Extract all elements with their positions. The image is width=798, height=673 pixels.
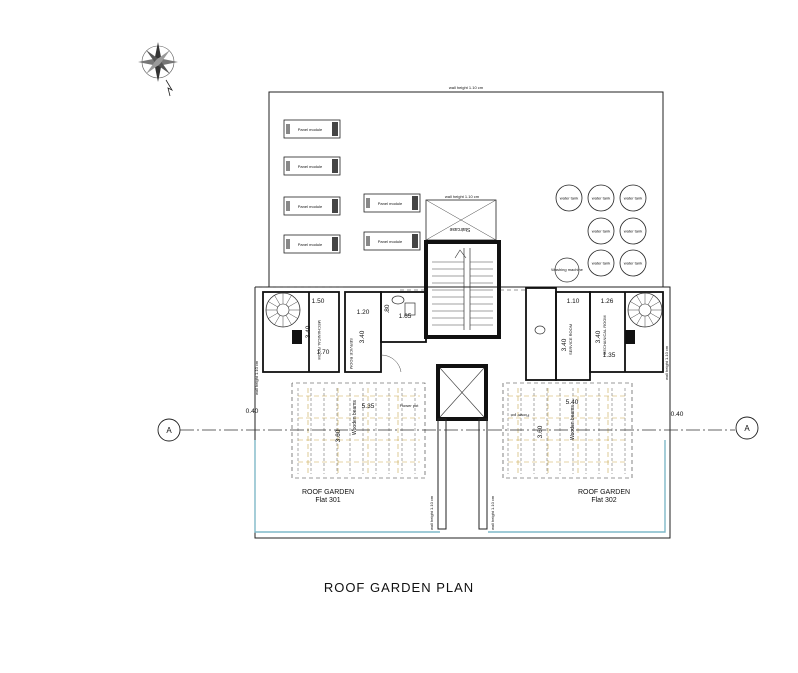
staircase-label: Staircase bbox=[449, 226, 470, 232]
svg-text:water tank: water tank bbox=[624, 261, 642, 266]
wall-height-mid-left-label: wall height 1.10 cm bbox=[429, 495, 434, 530]
wooden-beams-left-label: Wooden beams bbox=[352, 400, 358, 435]
solar-panel: Panel module bbox=[283, 156, 341, 176]
dim-135: 1.35 bbox=[603, 352, 616, 359]
dim-340-right2: 3.40 bbox=[561, 338, 568, 351]
stairwell bbox=[424, 240, 501, 339]
dim-150: 1.50 bbox=[312, 298, 325, 305]
svg-text:Panel module: Panel module bbox=[298, 204, 323, 209]
water-tank: water tank bbox=[619, 217, 647, 245]
solar-panel: Panel module bbox=[283, 234, 341, 254]
solar-panel: Panel module bbox=[283, 119, 341, 139]
water-tank: water tank bbox=[555, 184, 583, 212]
section-marker-left: A bbox=[166, 426, 172, 435]
mechanical-room-right-label: MECHANICAL ROOM bbox=[602, 315, 607, 355]
section-line-a bbox=[157, 416, 759, 442]
lift-shaft bbox=[436, 364, 488, 530]
svg-text:Panel module: Panel module bbox=[298, 127, 323, 132]
roof-garden-left-label: ROOF GARDEN bbox=[302, 489, 354, 496]
solar-panel: Panel module bbox=[283, 196, 341, 216]
pergola-left bbox=[297, 388, 420, 474]
north-arrow-icon bbox=[138, 42, 178, 97]
service-room-left-label: SERVICE ROOM bbox=[349, 338, 354, 369]
pergola-right bbox=[507, 388, 628, 474]
svg-text:water tank: water tank bbox=[592, 196, 610, 201]
wall-height-stair-label: wall height 1.10 cm bbox=[445, 194, 480, 199]
section-marker-right: A bbox=[744, 424, 750, 433]
solar-panel: Panel module bbox=[363, 231, 421, 251]
roof-garden-right-label: ROOF GARDEN bbox=[578, 489, 630, 496]
svg-text:water tank: water tank bbox=[624, 196, 642, 201]
dashed-outlines bbox=[255, 286, 633, 479]
water-tank: water tank bbox=[619, 184, 647, 212]
left-rooms bbox=[262, 291, 427, 373]
flat-302-label: Flat 302 bbox=[591, 497, 616, 504]
solar-panel: Panel module bbox=[363, 193, 421, 213]
wall-height-right-label: wall height 1.10 cm bbox=[664, 345, 669, 380]
svg-text:Panel module: Panel module bbox=[298, 164, 323, 169]
dim-340-left2: 3.40 bbox=[359, 330, 366, 343]
svg-text:water tank: water tank bbox=[592, 229, 610, 234]
terrace-parapets bbox=[254, 440, 666, 533]
svg-text:Panel module: Panel module bbox=[378, 201, 403, 206]
dim-126: 1.26 bbox=[601, 298, 614, 305]
dim-540: 5.40 bbox=[566, 399, 579, 406]
plan-title: ROOF GARDEN PLAN bbox=[323, 580, 475, 595]
dim-040-left: 0.40 bbox=[246, 408, 259, 415]
flat-301-label: Flat 301 bbox=[315, 497, 340, 504]
water-tank: water tank bbox=[619, 249, 647, 277]
dim-340-left: 3.40 bbox=[305, 325, 312, 338]
dim-040-right: 0.40 bbox=[671, 411, 684, 418]
dim-535: 5.35 bbox=[362, 403, 375, 410]
svg-text:water tank: water tank bbox=[624, 229, 642, 234]
flower-pot-right-label: Flower pot bbox=[510, 413, 530, 418]
water-tank: water tank bbox=[587, 217, 615, 245]
svg-text:water tank: water tank bbox=[560, 196, 578, 201]
svg-text:Panel module: Panel module bbox=[378, 239, 403, 244]
dim-170: 1.70 bbox=[317, 349, 330, 356]
dim-110: 1.10 bbox=[567, 298, 580, 305]
wooden-beams-right-label: Wooden beams bbox=[570, 405, 576, 440]
flower-pot-left-label: Flower pot bbox=[400, 403, 420, 408]
wall-height-left-label: wall height 1.10 cm bbox=[254, 360, 259, 395]
dim-80: .80 bbox=[384, 304, 391, 313]
washing-machine-label: Washing machine bbox=[551, 267, 583, 272]
water-tank: water tank bbox=[587, 184, 615, 212]
service-room-right-label: SERVICE ROOM bbox=[568, 324, 573, 355]
wall-height-mid-right-label: wall height 1.10 cm bbox=[490, 495, 495, 530]
water-tanks: water tank water tank water tank water tank… bbox=[555, 184, 647, 277]
right-rooms: Washing machine bbox=[525, 257, 664, 381]
dim-120: 1.20 bbox=[357, 309, 370, 316]
dim-165: 1.65 bbox=[399, 313, 412, 320]
dim-360-left: 3.60 bbox=[335, 429, 342, 442]
water-tank: water tank bbox=[587, 249, 615, 277]
dimension-labels: 1.50 1.20 .80 1.65 3.40 3.40 1.70 1.10 1… bbox=[246, 298, 684, 442]
mechanical-room-left-label: MECHANICAL ROOM bbox=[317, 320, 322, 360]
wall-height-top-label: wall height 1.10 cm bbox=[449, 85, 484, 90]
svg-text:water tank: water tank bbox=[592, 261, 610, 266]
dim-340-right: 3.40 bbox=[595, 330, 602, 343]
svg-text:Panel module: Panel module bbox=[298, 242, 323, 247]
dim-360-right: 3.60 bbox=[537, 425, 544, 438]
